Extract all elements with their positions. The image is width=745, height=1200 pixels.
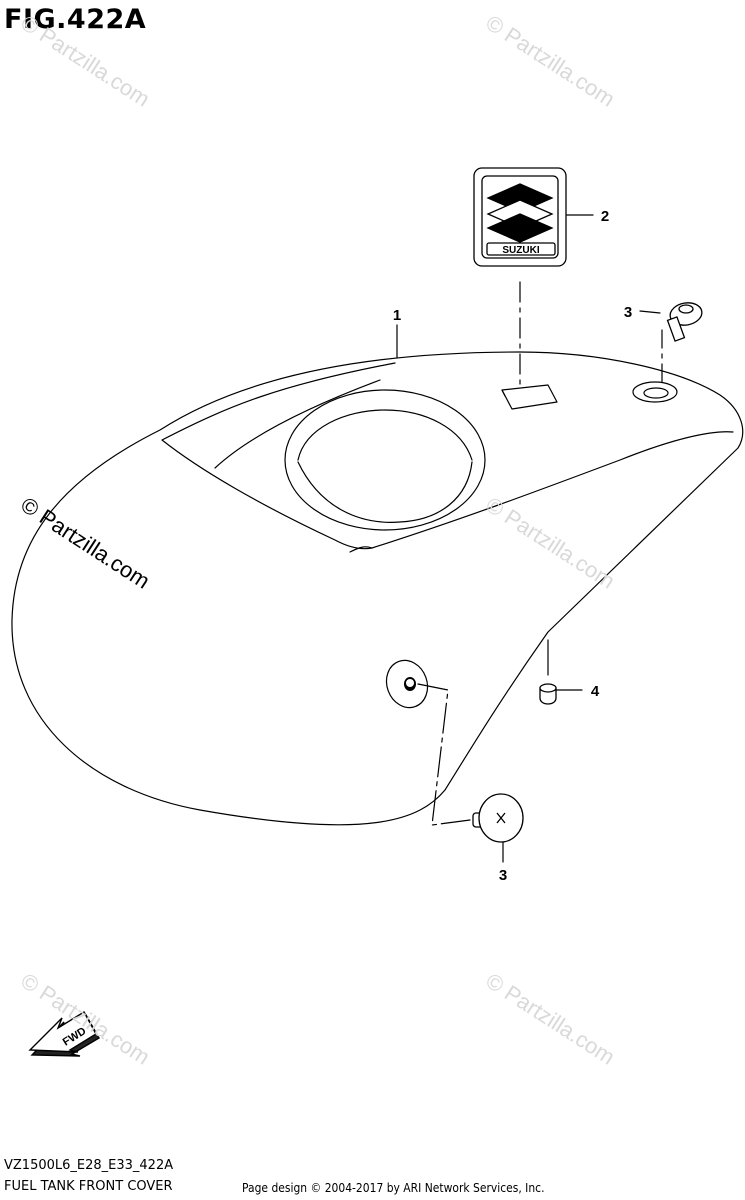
callout-3-upper: 3 [624,304,632,321]
suzuki-emblem-part [473,167,567,267]
cover-recess [284,389,486,531]
callout-3-lower: 3 [499,867,507,884]
screw-lower-part [472,793,524,843]
nut-part [539,683,557,705]
cover-top-panel [161,362,734,550]
screw-hole-upper [632,381,678,403]
fwd-arrow-icon [28,1011,100,1057]
copyright-notice: Page design © 2004-2017 by ARI Network S… [242,1180,545,1195]
callout-4: 4 [591,683,600,700]
figure-code: VZ1500L6_E28_E33_422A [4,1158,174,1173]
callout-2: 2 [601,208,609,225]
front-cover-part [11,351,744,826]
screw-upper-part [666,302,703,342]
side-grommet [385,659,429,709]
emblem-brand-text: SUZUKI [502,245,539,256]
figure-title: FIG.422A [4,4,147,35]
figure-name: FUEL TANK FRONT COVER [4,1179,173,1194]
callout-1: 1 [393,307,401,324]
emblem-recess [501,384,558,410]
